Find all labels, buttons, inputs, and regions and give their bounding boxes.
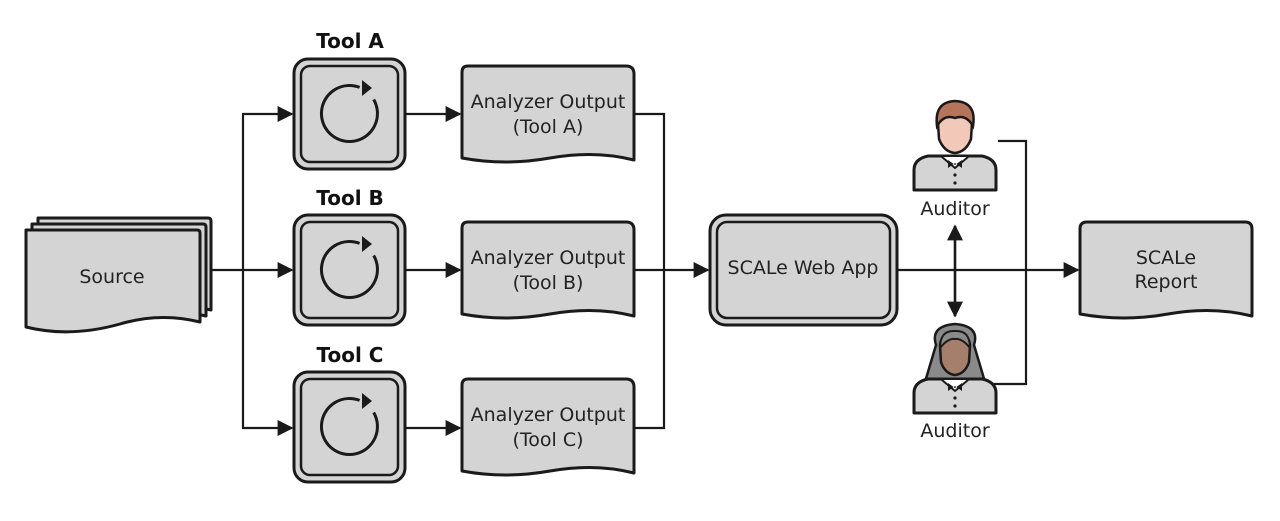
auditor-top-label: Auditor xyxy=(920,198,989,220)
scale-report: SCALe Report xyxy=(1078,220,1254,320)
tool-c-box xyxy=(292,370,407,484)
tool-a: Tool A xyxy=(292,29,407,171)
web-app-label: SCALe Web App xyxy=(728,257,879,279)
analyzer-output-b: Analyzer Output (Tool B) xyxy=(460,220,636,320)
refresh-icon xyxy=(320,393,379,456)
output-a-line2: (Tool A) xyxy=(513,116,584,138)
report-line2: Report xyxy=(1135,271,1198,293)
source-document-stack: Source xyxy=(24,216,213,334)
analyzer-output-c: Analyzer Output (Tool C) xyxy=(460,377,636,477)
tool-b-box xyxy=(292,213,407,327)
person-icon xyxy=(912,322,998,415)
tool-b: Tool B xyxy=(292,186,407,327)
person-icon xyxy=(912,99,998,192)
web-app-box xyxy=(708,213,899,327)
analyzer-output-a: Analyzer Output (Tool A) xyxy=(460,64,636,164)
connectors xyxy=(212,106,1080,436)
tool-a-title: Tool A xyxy=(316,29,384,53)
report-line1: SCALe xyxy=(1136,247,1196,269)
auditor-top: Auditor xyxy=(912,99,998,220)
tool-b-title: Tool B xyxy=(316,186,384,210)
output-a-line1: Analyzer Output xyxy=(471,91,626,113)
tool-a-box xyxy=(292,57,407,171)
source-document xyxy=(24,228,202,334)
auditor-bracket xyxy=(990,139,1028,386)
tool-c-title: Tool C xyxy=(317,343,384,367)
output-b-line2: (Tool B) xyxy=(513,272,584,294)
auditor-top-hair xyxy=(935,99,975,130)
output-b-line1: Analyzer Output xyxy=(471,247,626,269)
refresh-icon xyxy=(320,236,379,299)
tool-c: Tool C xyxy=(292,343,407,484)
output-c-line2: (Tool C) xyxy=(512,429,583,451)
report-document xyxy=(1078,220,1254,320)
source-label: Source xyxy=(79,266,144,288)
auditor-bottom-label: Auditor xyxy=(920,420,989,442)
scale-web-app: SCALe Web App xyxy=(708,213,899,327)
output-c-line1: Analyzer Output xyxy=(471,404,626,426)
refresh-icon xyxy=(320,80,379,143)
auditor-bottom: Auditor xyxy=(912,322,998,442)
